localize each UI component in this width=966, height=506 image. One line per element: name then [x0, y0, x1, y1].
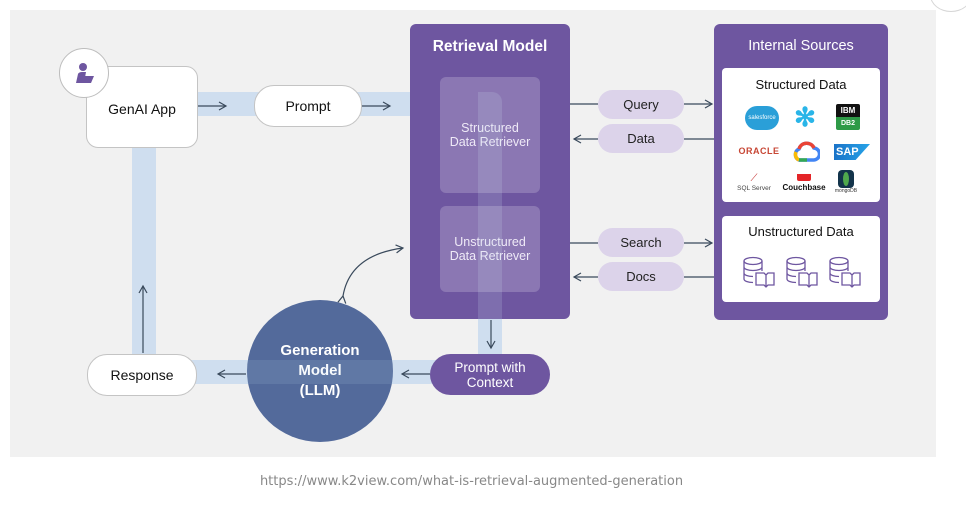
docs-connector[interactable]: Docs: [598, 262, 684, 291]
data-connector[interactable]: Data: [598, 124, 684, 153]
mongodb-logo: mongoDB: [834, 168, 858, 196]
prompt-label: Prompt: [285, 98, 331, 114]
generation-model-line3: (LLM): [299, 382, 341, 399]
couchbase-logo: Couchbase: [780, 172, 828, 194]
structured-data-title: Structured Data: [755, 77, 847, 92]
structured-data-card[interactable]: Structured Data salesforce ✻ IBM DB2 ORA…: [722, 68, 880, 202]
structured-data-retriever[interactable]: Structured Data Retriever: [440, 77, 540, 193]
generation-model-line1: Generation: [280, 342, 360, 359]
prompt-with-context-line1: Prompt with: [454, 359, 526, 375]
unstructured-retriever-label: Unstructured Data Retriever: [449, 235, 531, 263]
internal-sources-title: Internal Sources: [748, 38, 854, 54]
db2-text: DB2: [836, 117, 860, 130]
unstructured-data-card[interactable]: Unstructured Data: [722, 216, 880, 302]
source-url[interactable]: https://www.k2view.com/what-is-retrieval…: [259, 474, 684, 489]
structured-retriever-label: Structured Data Retriever: [449, 121, 531, 149]
unstructured-data-retriever[interactable]: Unstructured Data Retriever: [440, 206, 540, 292]
prompt-with-context-line2: Context: [466, 374, 514, 390]
query-connector[interactable]: Query: [598, 90, 684, 119]
database-book-icon: [743, 256, 775, 288]
data-label: Data: [627, 131, 655, 146]
genai-app-label: GenAI App: [108, 101, 176, 117]
ibm-db2-logo: IBM DB2: [836, 104, 860, 130]
sql-server-logo: ⟋ SQL Server: [737, 172, 771, 192]
ibm-text: IBM: [836, 104, 860, 117]
response-label: Response: [110, 367, 174, 383]
docs-label: Docs: [626, 269, 656, 284]
oracle-logo: ORACLE: [738, 146, 780, 156]
generation-model-node[interactable]: Generation Model (LLM): [247, 300, 393, 442]
database-book-icon: [829, 256, 861, 288]
google-cloud-logo: [792, 140, 820, 162]
search-label: Search: [620, 235, 662, 250]
genai-app-avatar: [59, 48, 109, 98]
unstructured-data-title: Unstructured Data: [748, 224, 854, 239]
response-node[interactable]: Response: [87, 354, 197, 396]
search-connector[interactable]: Search: [598, 228, 684, 257]
database-book-icon: [786, 256, 818, 288]
salesforce-logo: salesforce: [745, 106, 779, 130]
retrieval-model-title: Retrieval Model: [432, 38, 548, 55]
llm-band-overlay: [247, 360, 393, 384]
snowflake-logo: ✻: [794, 101, 816, 132]
prompt-node[interactable]: Prompt: [254, 85, 362, 127]
flow-band-overlay: [478, 92, 502, 319]
prompt-with-context-node[interactable]: Prompt with Context: [430, 354, 550, 395]
genai-app-node[interactable]: GenAI App: [86, 66, 198, 148]
user-laptop-icon: [76, 63, 94, 83]
query-label: Query: [623, 97, 659, 112]
retrieval-model-panel: [410, 24, 570, 319]
arrow-llm-retrieval-bidirectional: [337, 244, 405, 304]
generation-model-line2: Model: [298, 362, 342, 379]
